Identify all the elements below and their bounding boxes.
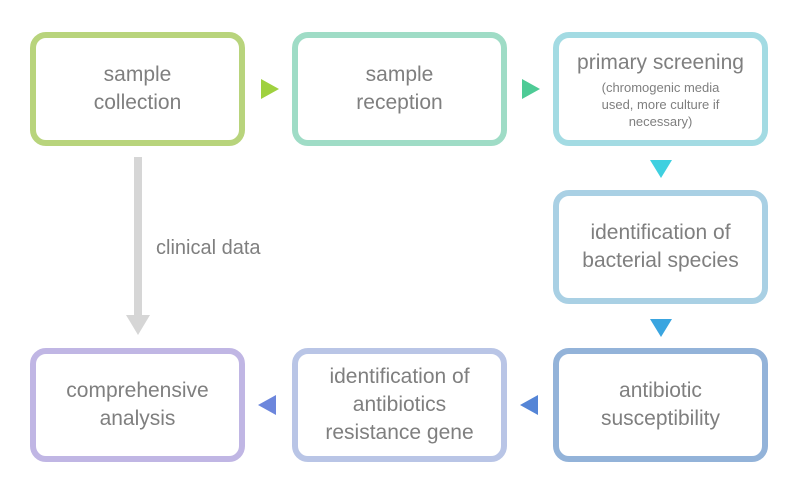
arrow-screening-to-species [650,160,672,178]
connector-clinical-data-label: clinical data [156,237,261,259]
arrow-susceptibility-to-resistance [520,395,538,415]
arrow-resistance-to-analysis [258,395,276,415]
node-antibiotic-susceptibility: antibiotic susceptibility [553,348,768,462]
node-primary-screening: primary screening (chromogenic media use… [553,32,768,146]
node-sample-reception-label: sample reception [356,63,443,114]
arrow-collection-to-reception [261,79,279,99]
node-identification-species: identification of bacterial species [553,190,768,304]
node-antibiotic-susceptibility-label: antibiotic susceptibility [600,379,721,430]
node-primary-screening-label: primary screening [577,50,744,74]
node-identification-resistance-label: identification of antibiotics resistance… [325,365,474,444]
arrow-reception-to-screening [522,79,540,99]
node-sample-collection-label: sample collection [93,63,182,114]
connector-clinical-data-line [134,157,142,317]
connector-clinical-data-arrowhead [126,315,150,335]
node-identification-species-label: identification of bacterial species [582,221,739,272]
node-comprehensive-analysis-label: comprehensive analysis [66,379,209,430]
node-primary-screening-note: (chromogenic media used, more culture if… [601,79,720,129]
node-comprehensive-analysis: comprehensive analysis [30,348,245,462]
node-identification-resistance: identification of antibiotics resistance… [292,348,507,462]
node-sample-collection: sample collection [30,32,245,146]
arrow-species-to-susceptibility [650,319,672,337]
node-sample-reception: sample reception [292,32,507,146]
